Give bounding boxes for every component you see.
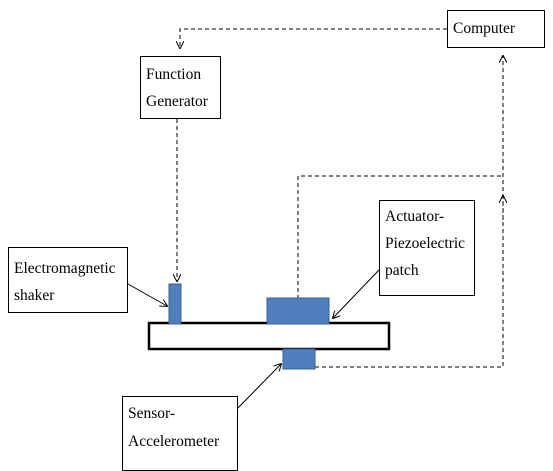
function-generator-label-line-2: Generator	[146, 93, 208, 110]
electromagnetic-shaker-box: Electromagnetic shaker	[8, 247, 128, 313]
sensor-leader-line	[237, 364, 281, 409]
computer-label: Computer	[453, 20, 515, 37]
computer-box: Computer	[447, 10, 545, 48]
shaker-label-line-1: Electromagnetic	[14, 260, 116, 277]
shaker-leader-line	[127, 283, 167, 306]
actuator-label-line-1: Actuator-	[385, 208, 445, 225]
sensor-label-line-1: Sensor-	[128, 405, 176, 422]
accelerometer-sensor	[282, 348, 316, 370]
computer-to-generator-line	[180, 28, 447, 48]
sensor-label-line-2: Accelerometer	[128, 433, 220, 450]
piezoelectric-patch	[266, 297, 330, 325]
sensor-to-computer-line	[315, 56, 503, 368]
function-generator-label-line-1: Function	[146, 66, 202, 83]
actuator-label-line-3: patch	[385, 262, 419, 279]
electromagnetic-shaker	[168, 283, 182, 325]
diagram-canvas	[127, 28, 553, 409]
actuator-label-line-2: Piezoelectric	[385, 235, 466, 252]
function-generator-box: Function Generator	[140, 56, 221, 119]
computer-to-actuator-line	[297, 175, 503, 299]
actuator-leader-line	[333, 269, 380, 318]
shaker-label-line-2: shaker	[14, 287, 55, 304]
sensor-box: Sensor- Accelerometer	[122, 396, 238, 471]
actuator-box: Actuator- Piezoelectric patch	[379, 200, 475, 296]
beam	[147, 321, 391, 351]
